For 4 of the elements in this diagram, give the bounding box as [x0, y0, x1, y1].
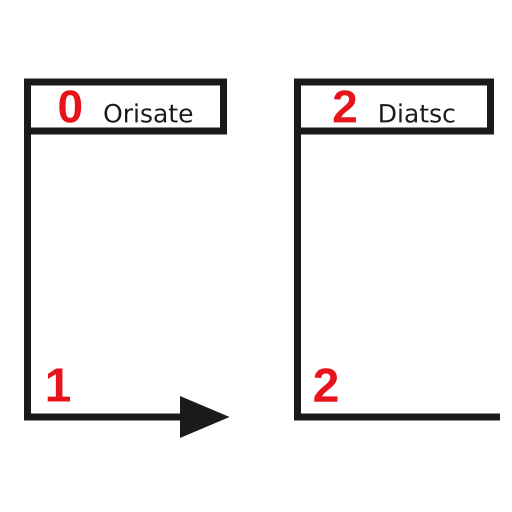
step-number: 1 — [48, 368, 70, 402]
header-box: 2 Diatsc — [294, 78, 494, 134]
header-box: 0 Orisate — [24, 78, 227, 134]
step-number: 2 — [314, 368, 338, 402]
